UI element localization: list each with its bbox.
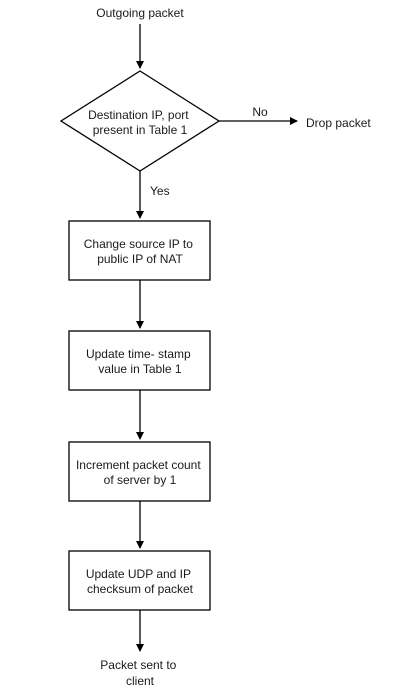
decision-label-line-1: Destination IP, port — [88, 108, 189, 122]
step-2-line-1: Update time- stamp — [86, 347, 191, 361]
step-label-change-source-ip: Change source IP to public IP of NAT — [84, 237, 197, 266]
end-label-line-1: Packet sent to — [100, 658, 176, 672]
step-box-change-source-ip — [68, 220, 211, 281]
edge-label-yes: Yes — [150, 184, 170, 198]
step-box-update-timestamp — [68, 330, 211, 391]
decision-label-line-2: present in Table 1 — [93, 123, 188, 137]
start-label: Outgoing packet — [96, 6, 184, 20]
step-3-line-1: Increment packet count — [76, 458, 201, 472]
step-label-update-timestamp: Update time- stamp value in Table 1 — [86, 347, 194, 376]
edge-label-no: No — [252, 105, 268, 119]
step-box-increment-count — [68, 441, 211, 502]
step-label-update-checksum: Update UDP and IP checksum of packet — [86, 567, 194, 596]
end-label: Packet sent to client — [100, 658, 179, 688]
step-4-line-2: checksum of packet — [87, 582, 194, 596]
step-box-update-checksum — [68, 550, 211, 611]
drop-packet-label: Drop packet — [306, 116, 371, 130]
end-label-line-2: client — [126, 674, 155, 688]
step-3-line-2: of server by 1 — [104, 473, 177, 487]
step-label-increment-count: Increment packet count of server by 1 — [76, 458, 204, 487]
step-4-line-1: Update UDP and IP — [86, 567, 191, 581]
step-1-line-1: Change source IP to — [84, 237, 194, 251]
step-2-line-2: value in Table 1 — [98, 362, 182, 376]
decision-label: Destination IP, port present in Table 1 — [88, 108, 192, 137]
step-1-line-2: public IP of NAT — [97, 252, 183, 266]
